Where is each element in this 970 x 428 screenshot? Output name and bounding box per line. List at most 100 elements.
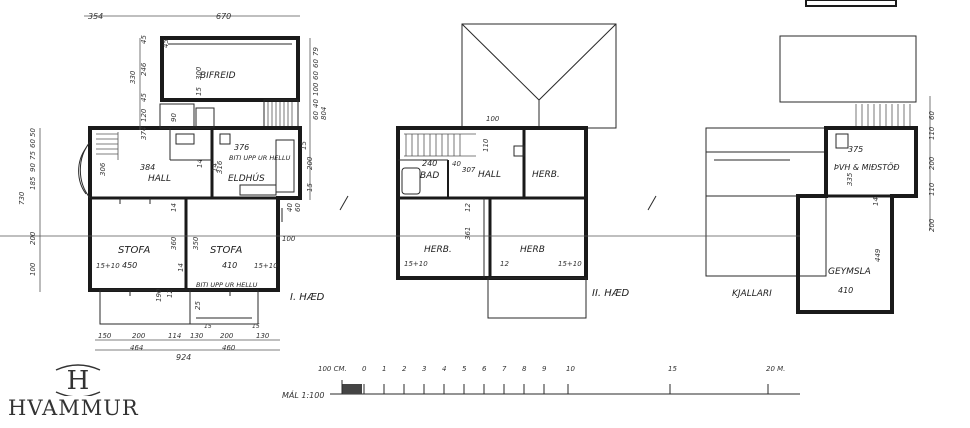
dimension: 60: [312, 111, 320, 120]
dimension: 200: [928, 218, 936, 232]
dimension: 460: [222, 344, 236, 352]
curved-porch: [79, 141, 91, 199]
dimension: 90: [29, 163, 37, 172]
room-label: BIFREID: [200, 71, 236, 81]
upper-floor-plan: [345, 23, 660, 319]
dimension: 40: [286, 203, 294, 212]
dimension: 730: [18, 191, 26, 205]
dimension: 14: [211, 163, 219, 172]
dimension: 79: [312, 47, 320, 56]
dimension: 330: [129, 70, 137, 84]
dimension: 60: [312, 71, 320, 80]
scale-tick-label: 7: [502, 365, 507, 373]
dimension: 335: [846, 172, 854, 186]
room-label: GEYMSLA: [828, 267, 871, 277]
garage-walls: [160, 36, 300, 102]
scale-tick-label: 6: [482, 365, 487, 373]
scale-bar-hatch: [342, 384, 362, 394]
hvammur-logo-mark: H: [52, 362, 104, 396]
stair-ground-top: [267, 102, 293, 128]
basement-unexcavated: [705, 127, 827, 277]
dimension: 12: [166, 289, 174, 298]
room-area: 384: [140, 163, 155, 172]
dimension: 14: [177, 263, 185, 272]
scale-tick-label: 2: [402, 365, 407, 373]
dimension: 306: [99, 162, 107, 176]
room-area: 410: [222, 261, 237, 270]
logo-letter: H: [67, 366, 90, 396]
roof-outline: [461, 23, 617, 129]
basement-upper-space: [779, 35, 917, 103]
upper-walls: [396, 126, 588, 280]
plan-title: I. HÆD: [290, 292, 325, 303]
dimension: 200: [306, 156, 314, 170]
dimension: 200: [928, 156, 936, 170]
dimension: 14: [170, 203, 178, 212]
dimension: 14: [196, 159, 204, 168]
dimension: 15: [300, 141, 308, 150]
dimension: 804: [320, 107, 328, 120]
dimension: 15+10: [96, 262, 120, 270]
scale-tick-label: 1: [382, 365, 386, 373]
scale-tick-label: 100 CM.: [318, 365, 347, 373]
scale-tick-label: 5: [462, 365, 467, 373]
dimension: 75: [29, 151, 37, 160]
note-text: BITI UPP UR HELLU: [229, 154, 291, 162]
dimension: 190: [155, 288, 163, 302]
dimension: 40: [452, 160, 461, 168]
scale-tick-label: 9: [542, 365, 547, 373]
dimension: 15+10: [558, 260, 582, 268]
dimension: 110: [928, 126, 936, 140]
dimension: 110: [482, 138, 490, 152]
room-area: 376: [234, 143, 249, 152]
room-label: ELDHÚS: [228, 172, 265, 184]
dimension: 100: [29, 262, 37, 276]
dimension: 354: [88, 12, 103, 21]
dimension: 360: [170, 236, 178, 250]
basement-walls: [796, 126, 918, 314]
scale-bar: MÁL 1:100 100 CM. 0 1 2 3 4 5 6 7 8 9 10…: [282, 365, 800, 400]
dimension: 374: [140, 127, 148, 140]
ground-floor-plan: [0, 15, 349, 351]
dimension: 361: [464, 227, 472, 240]
dimension: 120: [140, 108, 148, 122]
upper-room-labels: 240 BAD 307 HALL HERB. HERB. HERB II. HÆ…: [420, 159, 630, 299]
scale-tick-label: 20 M.: [766, 365, 785, 373]
dimension-total: 924: [176, 353, 191, 362]
dimension: 185: [29, 176, 37, 190]
scale-tick-label: 15: [668, 365, 677, 373]
dimension: 60: [294, 203, 302, 212]
dimension: 150: [98, 332, 112, 340]
dimension: 100: [282, 235, 296, 243]
room-label: BAD: [420, 171, 439, 181]
room-label: HALL: [478, 170, 501, 180]
dimension: 25: [194, 301, 202, 310]
plan-title: KJALLARI: [732, 289, 772, 299]
stair-ground-hall: [96, 132, 119, 160]
dimension: 60: [312, 59, 320, 68]
dimension: 60: [29, 139, 37, 148]
room-label: HERB.: [532, 170, 560, 180]
room-area: 307: [462, 166, 476, 174]
hvammur-logo-text: HVAMMUR: [8, 396, 139, 420]
basement-plan: [660, 0, 931, 314]
scale-tick-label: 3: [422, 365, 426, 373]
dimension: 130: [190, 332, 204, 340]
dimension: 100: [486, 115, 500, 123]
dimension: 350: [192, 236, 200, 250]
dimension: 12: [464, 203, 472, 212]
scale-tick-label: 10: [566, 365, 575, 373]
scale-tick-label: 4: [442, 365, 446, 373]
dimension: 60: [928, 111, 936, 120]
stair-basement: [855, 104, 911, 126]
room-label: STOFA: [118, 245, 150, 256]
dimension: 449: [874, 248, 882, 262]
scale-tick-label: 0: [362, 365, 367, 373]
dimension: 45: [140, 35, 148, 44]
dimension: 246: [140, 62, 148, 76]
dimension: 12: [500, 260, 509, 268]
dimension: 110: [928, 182, 936, 196]
note-text: BITI UPP UR HELLU: [196, 281, 258, 289]
